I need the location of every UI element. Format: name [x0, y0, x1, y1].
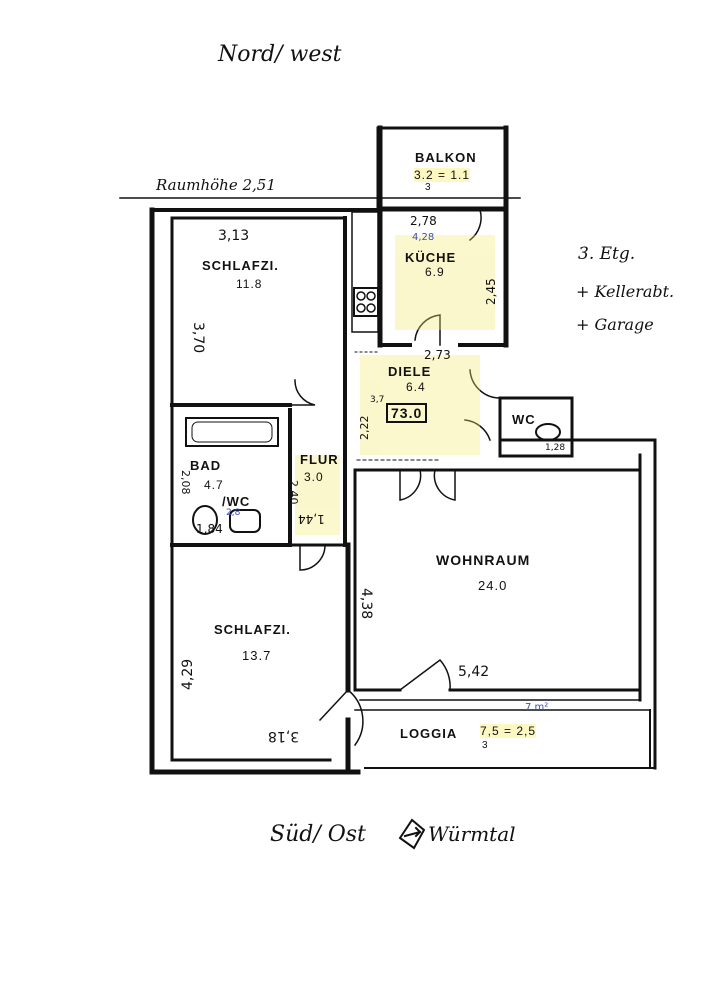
total-area: 73.0	[386, 403, 428, 423]
flur-area: 3.0	[304, 470, 324, 484]
room-name-loggia: LOGGIA	[400, 726, 458, 741]
room-name-schlafzi-bottom: SCHLAFZI.	[214, 622, 291, 637]
bad-dim-small: 2,8	[226, 508, 241, 518]
door-loggia-right	[398, 658, 451, 692]
toilet-wc	[535, 423, 561, 441]
door-wc	[464, 419, 491, 441]
kueche-dim-width: 2,78	[410, 214, 437, 228]
room-name-flur: FLUR	[300, 452, 339, 467]
kueche-dim-width-2: 4,28	[412, 232, 435, 243]
schlafzi-top-dim-width: 3,13	[218, 228, 250, 244]
orientation-valley: Würmtal	[428, 822, 516, 846]
note-garage: + Garage	[576, 315, 654, 334]
sink-bad	[229, 509, 261, 533]
loggia-extra: 7 m²	[525, 702, 549, 713]
note-floor: 3. Etg.	[578, 244, 636, 264]
schlafzi-top-area: 11.8	[236, 277, 263, 291]
orientation-north: Nord/ west	[218, 42, 342, 67]
balkon-formula-denominator: 3	[425, 182, 432, 193]
room-name-wohnraum: WOHNRAUM	[436, 552, 531, 568]
schlafzi-bottom-area: 13.7	[242, 648, 272, 663]
schlafzi-top-dim-height: 3,70	[190, 322, 206, 354]
room-height-label: Raumhöhe 2,51	[156, 176, 276, 194]
stove	[353, 287, 379, 317]
kitchen-counter	[351, 211, 379, 333]
kueche-dim-height: 2,45	[484, 278, 498, 305]
door-balkon	[459, 209, 482, 242]
wohnraum-area: 24.0	[478, 578, 508, 593]
wc-dim: 1,28	[545, 443, 566, 453]
door-loggia-left	[318, 688, 364, 747]
room-name-kueche: KÜCHE	[405, 250, 457, 265]
room-name-bad: BAD	[190, 458, 222, 473]
door-schlafzi-bottom	[299, 544, 326, 571]
room-name-wc: WC	[512, 412, 536, 427]
door-kueche	[414, 314, 441, 346]
wohnraum-dim-height: 4,38	[358, 588, 374, 620]
loggia-formula-denominator: 3	[482, 740, 489, 751]
diele-dim-small: 3,7	[370, 395, 385, 405]
schlafzi-bottom-dim-width: 3,18	[268, 728, 300, 744]
wc-outline	[498, 396, 574, 458]
bad-dim-height: 2,08	[179, 470, 192, 495]
note-cellar: + Kellerabt.	[576, 282, 675, 301]
arrow-glyph	[398, 818, 426, 850]
door-wohnraum-left	[399, 469, 422, 501]
flur-dim-height: 2,40	[287, 480, 300, 505]
balkon-formula: 3.2 = 1.1	[414, 168, 471, 182]
door-entrance	[469, 369, 501, 399]
bathtub	[185, 417, 279, 447]
loggia-formula: 7,5 = 2,5	[480, 724, 537, 738]
bad-dim-width: 1,84	[196, 522, 223, 536]
orientation-south: Süd/ Ost	[270, 822, 366, 847]
flur-dim-width: 1,44	[298, 512, 325, 526]
bad-suffix: /WC	[222, 494, 251, 509]
room-name-diele: DIELE	[388, 364, 432, 379]
door-schlafzi-top	[289, 379, 316, 406]
toilet-bad	[192, 505, 218, 535]
door-wohnraum-right	[433, 469, 456, 501]
bad-area: 4.7	[204, 478, 224, 492]
room-name-balkon: BALKON	[415, 150, 477, 165]
diele-area: 6.4	[406, 380, 426, 394]
room-name-schlafzi-top: SCHLAFZI.	[202, 258, 279, 273]
diele-dim-width: 2,73	[424, 348, 451, 362]
kueche-area: 6.9	[425, 265, 445, 279]
wohnraum-dim-width: 5,42	[458, 664, 490, 680]
diele-dim-height: 2,22	[358, 415, 371, 441]
schlafzi-bottom-dim-height: 4,29	[180, 658, 196, 690]
